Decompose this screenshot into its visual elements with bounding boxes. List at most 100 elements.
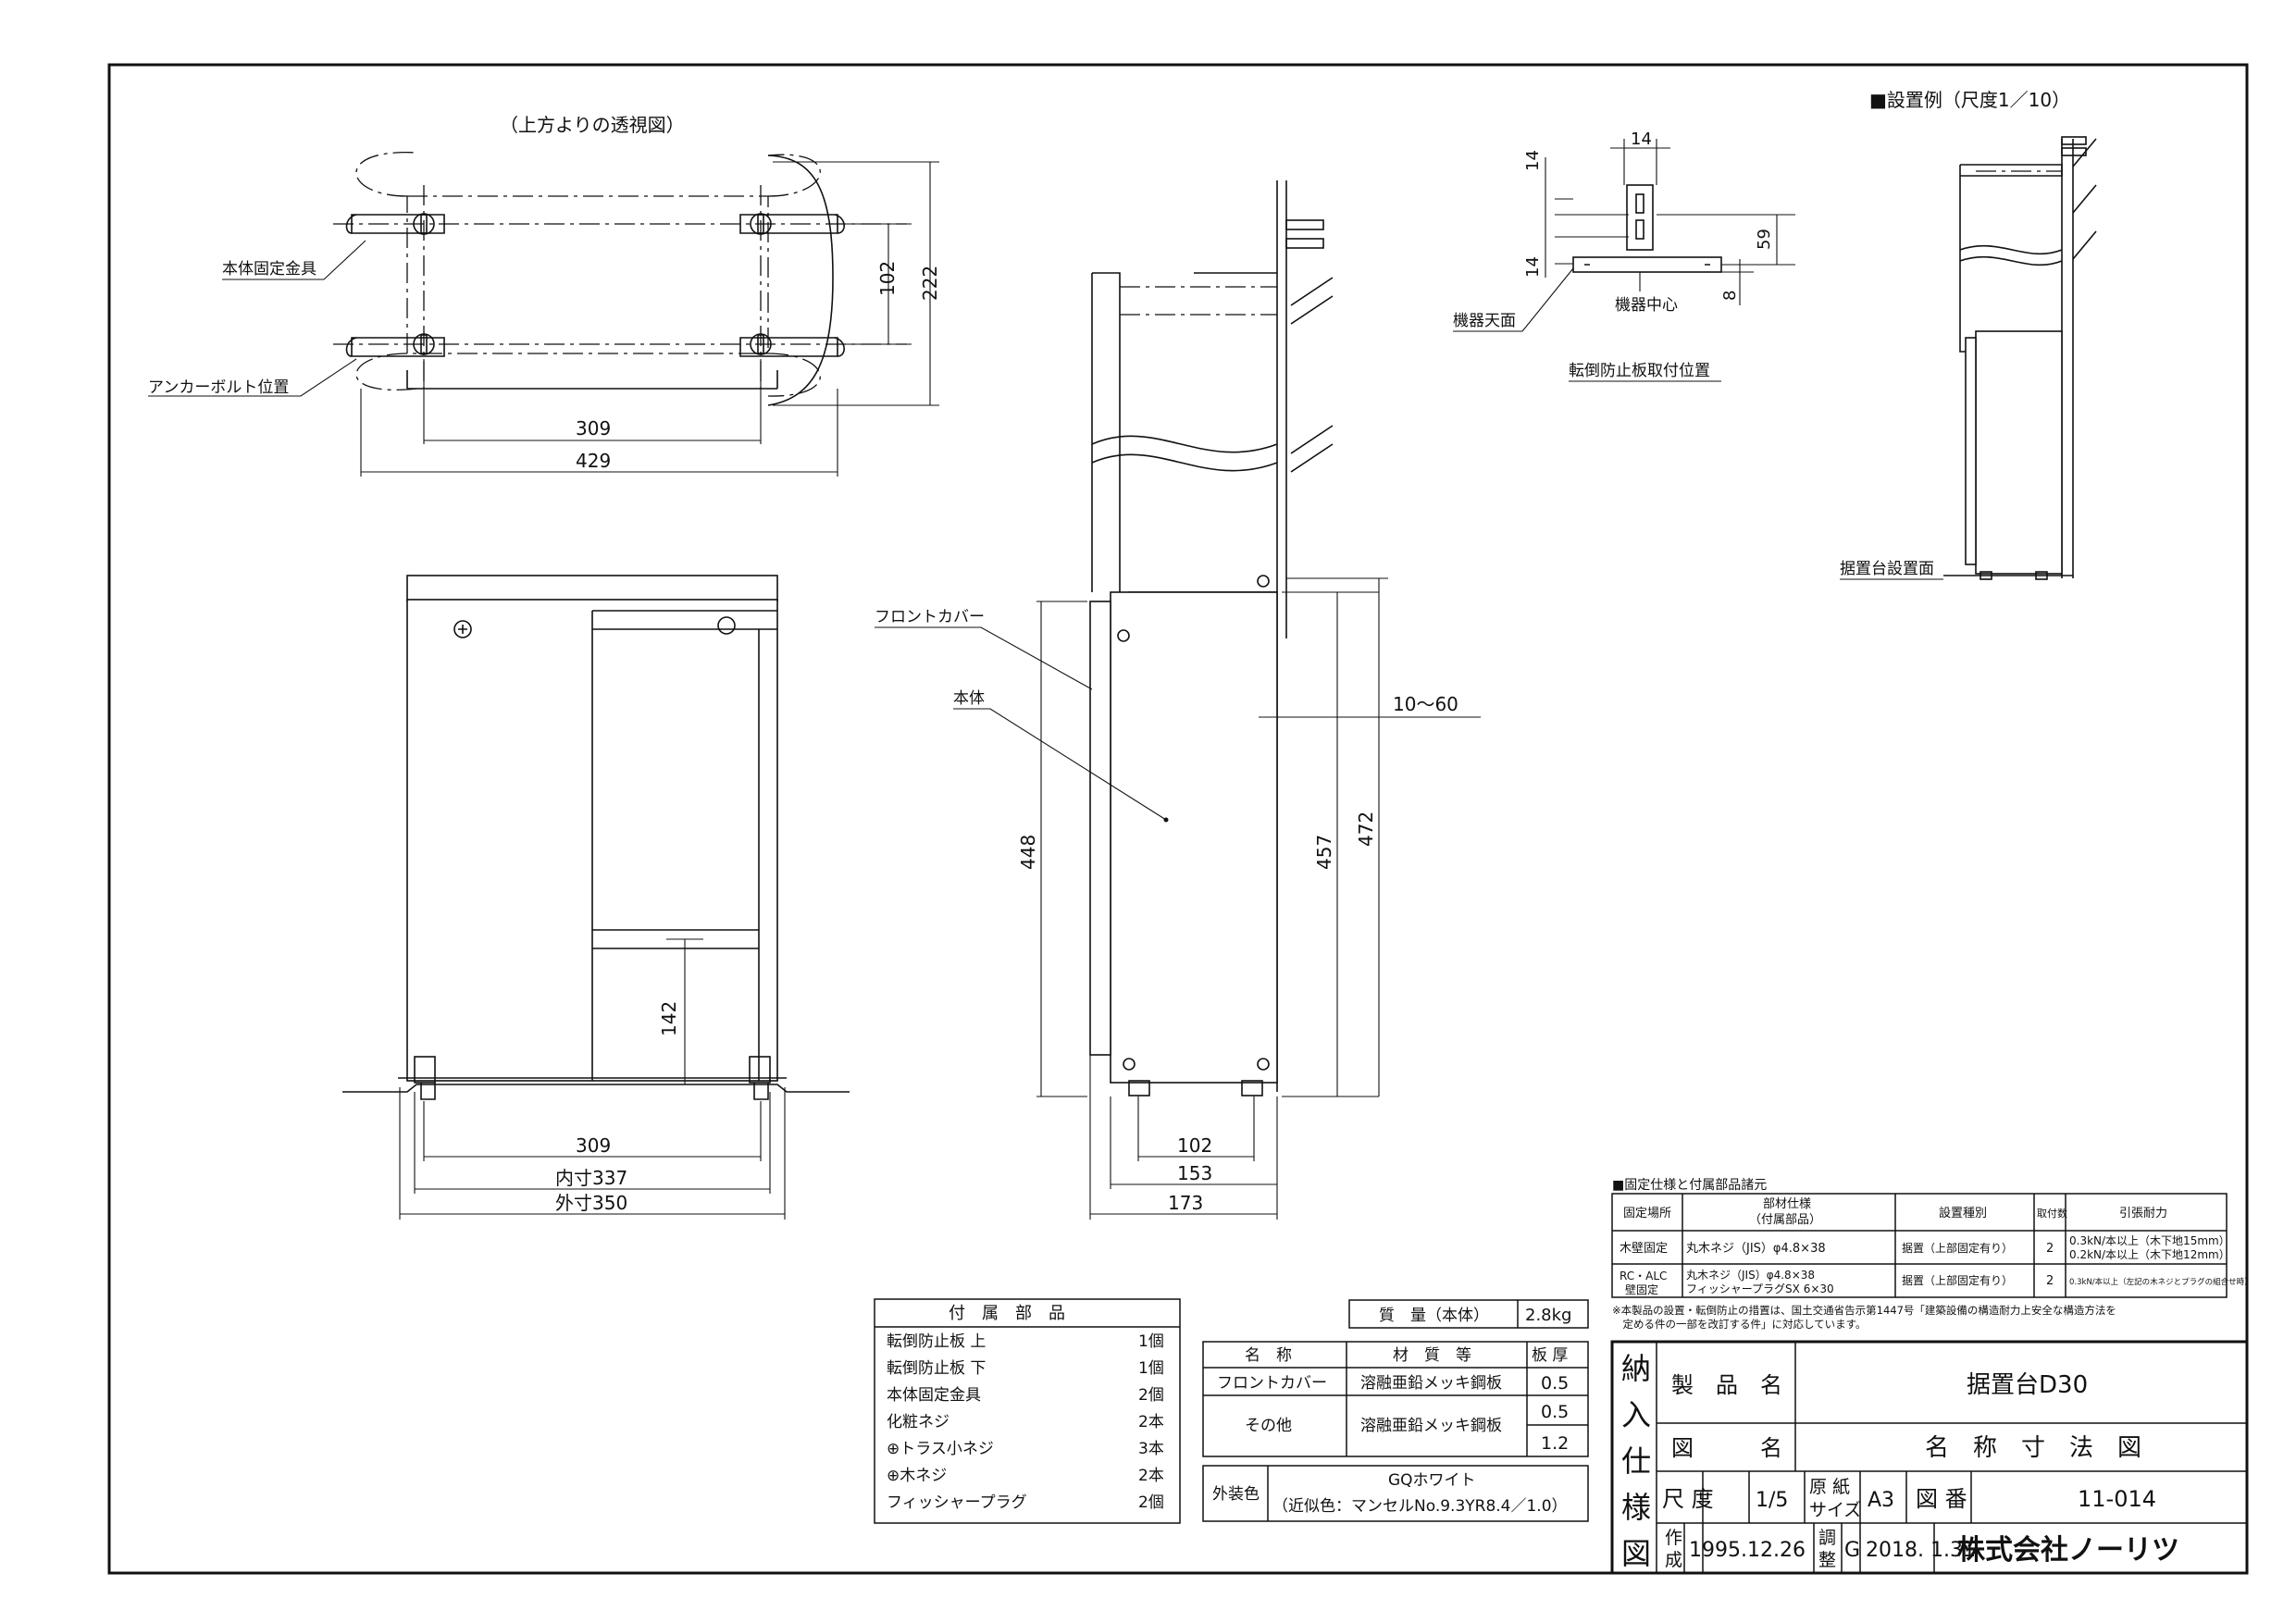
tb-paper-value: A3	[1868, 1489, 1894, 1512]
tb-adjust-mark: G	[1844, 1539, 1860, 1562]
fixing-r0c2: 据置（上部固定有り）	[1902, 1241, 2013, 1255]
fixing-r1c1a: 丸木ネジ（JIS）φ4.8×38	[1686, 1269, 1815, 1282]
install-title: ■設置例（尺度1／10）	[1869, 89, 2070, 111]
label-stand-surface: 据置台設置面	[1840, 560, 1934, 578]
tb-created-label-2: 成	[1665, 1550, 1682, 1570]
acc-qty-4: 3本	[1138, 1440, 1164, 1458]
tb-vertical-3: 様	[1621, 1490, 1651, 1525]
fixing-r0c1: 丸木ネジ（JIS）φ4.8×38	[1686, 1242, 1826, 1256]
acc-name-2: 本体固定金具	[887, 1386, 981, 1405]
label-bracket: 本体固定金具	[222, 260, 316, 279]
exterior-color-box: 外装色 GQホワイト （近似色：マンセルNo.9.3YR8.4／1.0）	[1202, 1465, 1589, 1522]
fixing-r1c4: 0.3kN/本以上（左記の木ネジとプラグの組合せ時）	[2069, 1277, 2253, 1287]
tb-adjust-date: 2018. 1.31	[1866, 1539, 1976, 1562]
mat-h0: 名 称	[1245, 1346, 1292, 1365]
dim-448: 448	[1017, 835, 1039, 870]
tb-created-value: 1995.12.26	[1689, 1539, 1806, 1562]
label-body: 本体	[953, 689, 985, 708]
acc-name-6: フィッシャープラグ	[887, 1493, 1027, 1512]
dim-102-top: 102	[876, 261, 899, 296]
dim-outer-350: 外寸350	[555, 1192, 627, 1214]
fixing-table: ■固定仕様と付属部品諸元 固定場所 部材仕様 （付属部品） 設置種別 取付数 引…	[1611, 1178, 2253, 1331]
accessories-table: 付 属 部 品 転倒防止板 上 1個 転倒防止板 下 1個 本体固定金具 2個 …	[874, 1298, 1181, 1524]
fixing-h4: 引張耐力	[2119, 1207, 2167, 1220]
tb-created-label-1: 作	[1665, 1528, 1682, 1548]
tip-plate-caption: 転倒防止板取付位置	[1569, 362, 1710, 380]
label-front-cover: フロントカバー	[875, 608, 985, 626]
dim-309-front: 309	[576, 1134, 611, 1157]
dim-153: 153	[1177, 1162, 1212, 1184]
fixing-note-1: ※本製品の設置・転倒防止の措置は、国土交通省告示第1447号「建築設備の構造耐力…	[1612, 1304, 2116, 1317]
tb-adjust-label-1: 調	[1818, 1528, 1836, 1548]
label-device-top: 機器天面	[1453, 312, 1516, 330]
exterior-approx: （近似色：マンセルNo.9.3YR8.4／1.0）	[1272, 1497, 1568, 1516]
tb-vertical-4: 図	[1621, 1536, 1651, 1571]
tb-company: 株式会社ノーリツ	[1957, 1534, 2179, 1567]
dim-10-60: 10～60	[1393, 693, 1458, 715]
fixing-h1a: 部材仕様	[1763, 1197, 1811, 1211]
dim-142: 142	[658, 1001, 680, 1036]
fixing-r1c0a: RC・ALC	[1620, 1270, 1667, 1282]
acc-name-3: 化粧ネジ	[887, 1413, 949, 1431]
mat-material-0: 溶融亜鉛メッキ鋼板	[1360, 1374, 1502, 1393]
fixing-r1c1b: フィッシャープラグSX 6×30	[1686, 1282, 1834, 1295]
tb-vertical-1: 入	[1621, 1397, 1651, 1432]
fixing-r0c4a: 0.3kN/本以上（木下地15mm）	[2069, 1234, 2230, 1247]
tb-adjust-label-2: 整	[1818, 1550, 1836, 1570]
dim-429: 429	[576, 450, 611, 472]
top-view-title: （上方よりの透視図）	[500, 114, 685, 136]
acc-qty-6: 2個	[1138, 1493, 1164, 1512]
fixing-r1c0b: 壁固定	[1625, 1282, 1658, 1296]
tb-drawing-label: 図 名	[1671, 1435, 1782, 1461]
dim-222: 222	[919, 266, 941, 301]
mat-thickness-1b: 1.2	[1541, 1433, 1569, 1454]
mat-h2: 板 厚	[1532, 1346, 1568, 1365]
dim-8: 8	[1720, 291, 1740, 301]
mat-material-1: 溶融亜鉛メッキ鋼板	[1360, 1417, 1502, 1435]
label-anchor: アンカーボルト位置	[148, 378, 289, 397]
install-example: ■設置例（尺度1／10） 据置台設置面	[1840, 89, 2097, 580]
dim-309-top: 309	[576, 417, 611, 440]
acc-name-4: ⊕トラス小ネジ	[887, 1440, 994, 1458]
accessories-rows: 転倒防止板 上 1個 転倒防止板 下 1個 本体固定金具 2個 化粧ネジ 2本 …	[887, 1332, 1164, 1512]
fixing-h2: 設置種別	[1939, 1206, 1987, 1220]
exterior-label: 外装色	[1212, 1485, 1260, 1504]
acc-name-5: ⊕木ネジ	[887, 1467, 947, 1485]
fixing-h3: 取付数	[2037, 1208, 2067, 1220]
mat-h1: 材 質 等	[1393, 1346, 1471, 1365]
front-view: 142 309 内寸337 外寸350	[342, 575, 850, 1220]
fixing-r0c4b: 0.2kN/本以上（木下地12mm）	[2069, 1248, 2230, 1261]
fixing-r0c3: 2	[2046, 1242, 2054, 1256]
fixing-h1b: （付属部品）	[1749, 1213, 1821, 1227]
material-table: 名 称 材 質 等 板 厚 フロントカバー 溶融亜鉛メッキ鋼板 0.5 その他 …	[1202, 1341, 1589, 1457]
fixing-r1c3: 2	[2046, 1274, 2054, 1288]
exterior-name: GQホワイト	[1388, 1471, 1476, 1490]
dim-457: 457	[1313, 835, 1335, 870]
tb-paper-label-1: 原 紙	[1809, 1477, 1850, 1497]
fixing-r0c0: 木壁固定	[1620, 1242, 1668, 1256]
acc-name-0: 転倒防止板 上	[887, 1332, 986, 1351]
tb-number-value: 11-014	[2078, 1486, 2156, 1512]
tip-plate-detail: 14 14 14 59 8 機器天面 機器中心 転倒防止板取付位置	[1453, 130, 1795, 382]
mass-box: 質 量（本体） 2.8kg	[1348, 1299, 1589, 1329]
acc-qty-5: 2本	[1138, 1467, 1164, 1485]
tb-vertical-0: 納	[1621, 1351, 1651, 1386]
sheet-border	[107, 63, 2249, 1575]
mass-label: 質 量（本体）	[1379, 1307, 1489, 1325]
tb-drawing-value: 名 称 寸 法 図	[1925, 1434, 2141, 1462]
dim-14-left-top: 14	[1523, 150, 1543, 171]
acc-name-1: 転倒防止板 下	[887, 1359, 986, 1378]
tb-paper-label-2: サイズ	[1809, 1500, 1861, 1520]
dim-14-left-bottom: 14	[1523, 256, 1543, 278]
tb-scale-label: 尺 度	[1662, 1486, 1714, 1512]
mass-value: 2.8kg	[1525, 1306, 1571, 1325]
tb-product-value: 据置台D30	[1967, 1371, 2088, 1399]
fixing-note-2: 定める件の一部を改訂する件」に対応しています。	[1612, 1318, 1867, 1331]
tb-product-label: 製 品 名	[1671, 1372, 1782, 1398]
fixing-r1c2: 据置（上部固定有り）	[1902, 1273, 2013, 1287]
side-view: フロントカバー 本体 448 457 472 10～60 102 153 173	[875, 180, 1481, 1220]
title-block: 納 入 仕 様 図 製 品 名 据置台D30 図 名 名 称 寸 法 図 尺 度…	[1610, 1340, 2249, 1575]
dim-472: 472	[1355, 812, 1377, 847]
acc-qty-1: 1個	[1138, 1359, 1164, 1378]
